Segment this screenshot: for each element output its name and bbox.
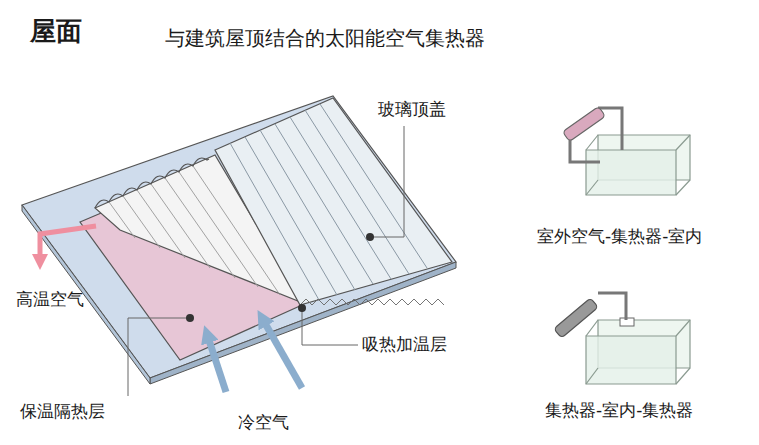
flow-label: 冷空气 (238, 412, 289, 432)
part-label: 保温隔热层 (20, 401, 105, 421)
mode-caption: 集热器-室内-集热器 (545, 400, 693, 420)
part-label: 玻璃顶盖 (378, 99, 446, 119)
part-label: 吸热加温层 (362, 334, 447, 354)
flow-label: 高温空气 (16, 289, 84, 309)
diagram-caption: 与建筑屋顶结合的太阳能空气集热器 (165, 26, 485, 50)
page-title: 屋面 (30, 16, 82, 47)
mode-caption: 室外空气-集热器-室内 (537, 226, 702, 246)
